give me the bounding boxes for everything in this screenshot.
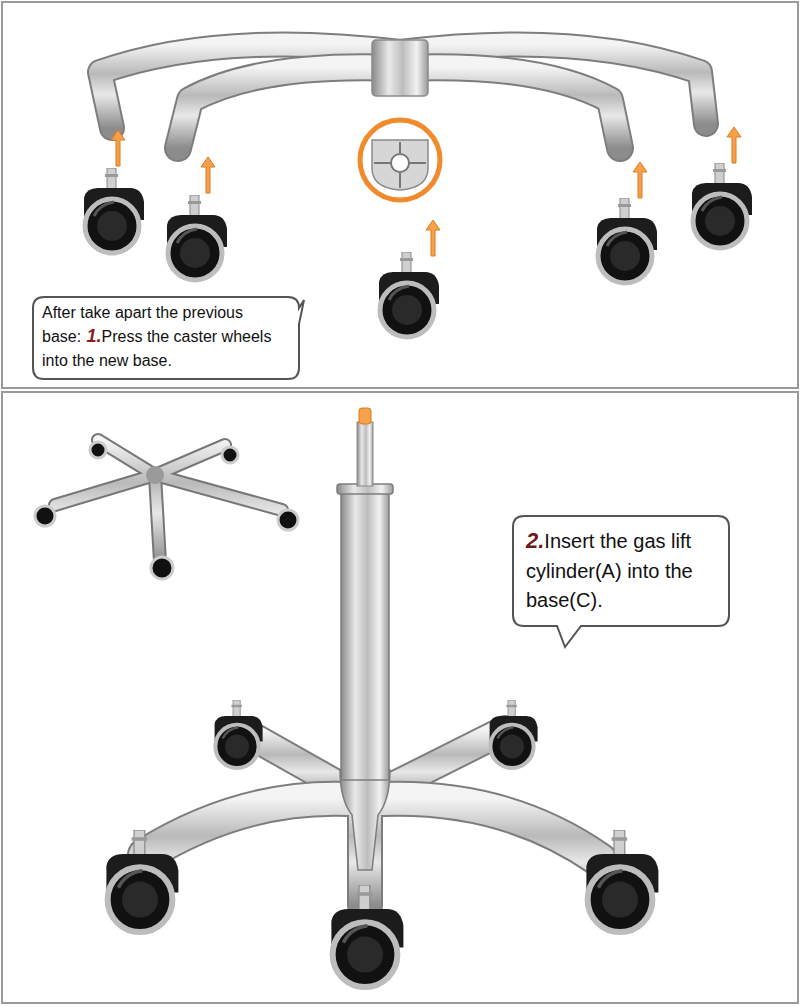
up-arrows: [111, 127, 741, 256]
caster-wheel: [490, 700, 538, 768]
up-arrow: [727, 127, 741, 163]
caster-wheel: [84, 168, 144, 253]
caster-wheel: [167, 195, 227, 280]
up-arrow: [633, 162, 647, 198]
socket-inset: [360, 120, 440, 200]
panel-frame: [2, 2, 798, 388]
up-arrow: [201, 157, 215, 193]
caster-wheel: [692, 163, 752, 248]
gas-lift-cylinder: [337, 408, 393, 870]
callout-bubble: 2.Insert the gas lift cylinder(A) into t…: [512, 515, 730, 627]
caster-wheel: [331, 885, 403, 987]
callout-bubble: After take apart the previous base:1.Pre…: [32, 296, 300, 380]
up-arrow: [111, 130, 125, 166]
caster-wheel: [215, 700, 263, 768]
callout-text: 1.: [87, 326, 102, 346]
caster-wheel: [379, 252, 439, 337]
bubble-outline-path: [33, 297, 304, 379]
bubble-outline-path: [513, 516, 729, 647]
caster-wheel: [586, 830, 658, 932]
up-arrow: [426, 220, 440, 256]
caster-wheel: [597, 198, 657, 283]
caster-wheel: [106, 830, 178, 932]
small-base: [35, 440, 298, 579]
callout-text: 2.: [526, 528, 544, 553]
callout-text: Insert the gas lift cylinder(A) into the…: [526, 530, 693, 611]
panel-frame: [2, 392, 798, 1003]
